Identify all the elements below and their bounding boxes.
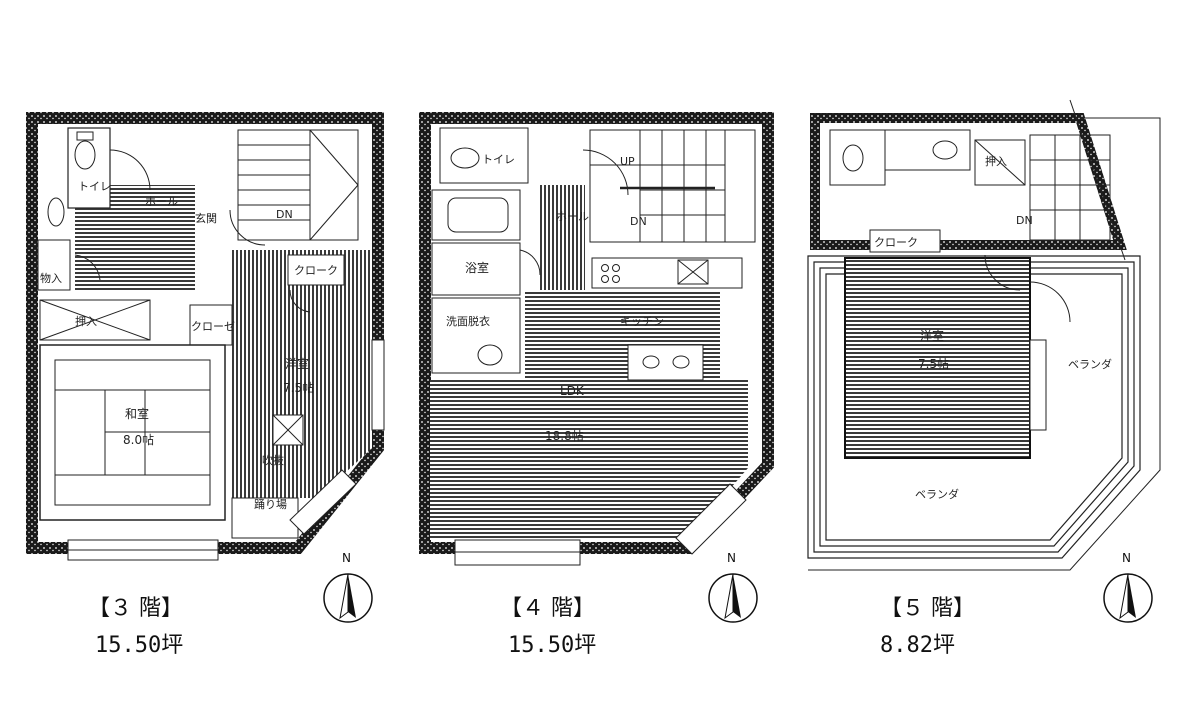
north-arrow-3: N bbox=[323, 551, 373, 623]
f3-washitsu-label: 和室 bbox=[125, 406, 149, 421]
f4-ldk-size: 18.8帖 bbox=[545, 428, 584, 443]
f3-storage-label: 物入 bbox=[40, 271, 62, 285]
floor-3-plan: トイレ ホール 玄関 物入 クローク クローゼ 押入 和室 8.0帖 洋室 7.… bbox=[26, 112, 385, 561]
f3-fukinuke-label: 吹抜 bbox=[262, 453, 284, 467]
floor-4-plan: トイレ 浴室 洗面脱衣 ホール キッチン LDK 18.8帖 UP DN bbox=[419, 112, 774, 566]
north-arrow-4: N bbox=[708, 551, 758, 623]
svg-text:N: N bbox=[727, 551, 736, 565]
svg-text:N: N bbox=[342, 551, 351, 565]
f4-yokushitsu-label: 浴室 bbox=[465, 260, 489, 275]
f3-washitsu-size: 8.0帖 bbox=[123, 432, 154, 447]
f3-closet-a-label: クローク bbox=[294, 264, 338, 277]
f5-oshiire-label: 押入 bbox=[985, 154, 1007, 168]
f3-odoriba-label: 踊り場 bbox=[254, 498, 287, 511]
f3-hall-label: ホール bbox=[145, 195, 178, 208]
f4-toilet-label: トイレ bbox=[482, 153, 515, 166]
f3-yoshitsu-label: 洋室 bbox=[285, 356, 309, 371]
north-arrow-5: N bbox=[1103, 551, 1153, 623]
floor-3-title: 【３ 階】 bbox=[88, 596, 183, 621]
f4-hall-label: ホール bbox=[556, 210, 589, 223]
floor-5-plan: 押入 クローク 洋室 7.5帖 ベランダ ベランダ DN bbox=[807, 99, 1161, 571]
f3-closet-b-label: クローゼ bbox=[191, 320, 235, 333]
svg-text:N: N bbox=[1122, 551, 1131, 565]
f4-datsuijo-label: 洗面脱衣 bbox=[446, 314, 490, 328]
f5-veranda-b-label: ベランダ bbox=[915, 487, 959, 501]
f4-kitchen-label: キッチン bbox=[620, 315, 664, 328]
f3-dn-label: DN bbox=[276, 208, 293, 221]
f3-yoshitsu-size: 7.5帖 bbox=[283, 380, 314, 395]
f5-dn-label: DN bbox=[1016, 214, 1033, 227]
f5-yoshitsu-size: 7.5帖 bbox=[918, 356, 949, 371]
f3-toilet-label: トイレ bbox=[78, 180, 111, 193]
floor-4-title: 【４ 階】 bbox=[500, 596, 595, 621]
f4-dn-label: DN bbox=[630, 215, 647, 228]
floor-3-area: 15.50坪 bbox=[95, 633, 183, 658]
f4-up-label: UP bbox=[620, 155, 635, 168]
f3-entrance-label: 玄関 bbox=[195, 211, 217, 225]
floor-5-title: 【５ 階】 bbox=[880, 596, 975, 621]
floor-4-area: 15.50坪 bbox=[508, 633, 596, 658]
f3-oshiire-label: 押入 bbox=[75, 314, 97, 328]
floor-5-area: 8.82坪 bbox=[880, 633, 955, 658]
f4-ldk-label: LDK bbox=[560, 384, 585, 398]
f5-closet-label: クローク bbox=[874, 236, 918, 249]
f5-yoshitsu-label: 洋室 bbox=[920, 328, 944, 343]
f5-veranda-a-label: ベランダ bbox=[1068, 357, 1112, 371]
